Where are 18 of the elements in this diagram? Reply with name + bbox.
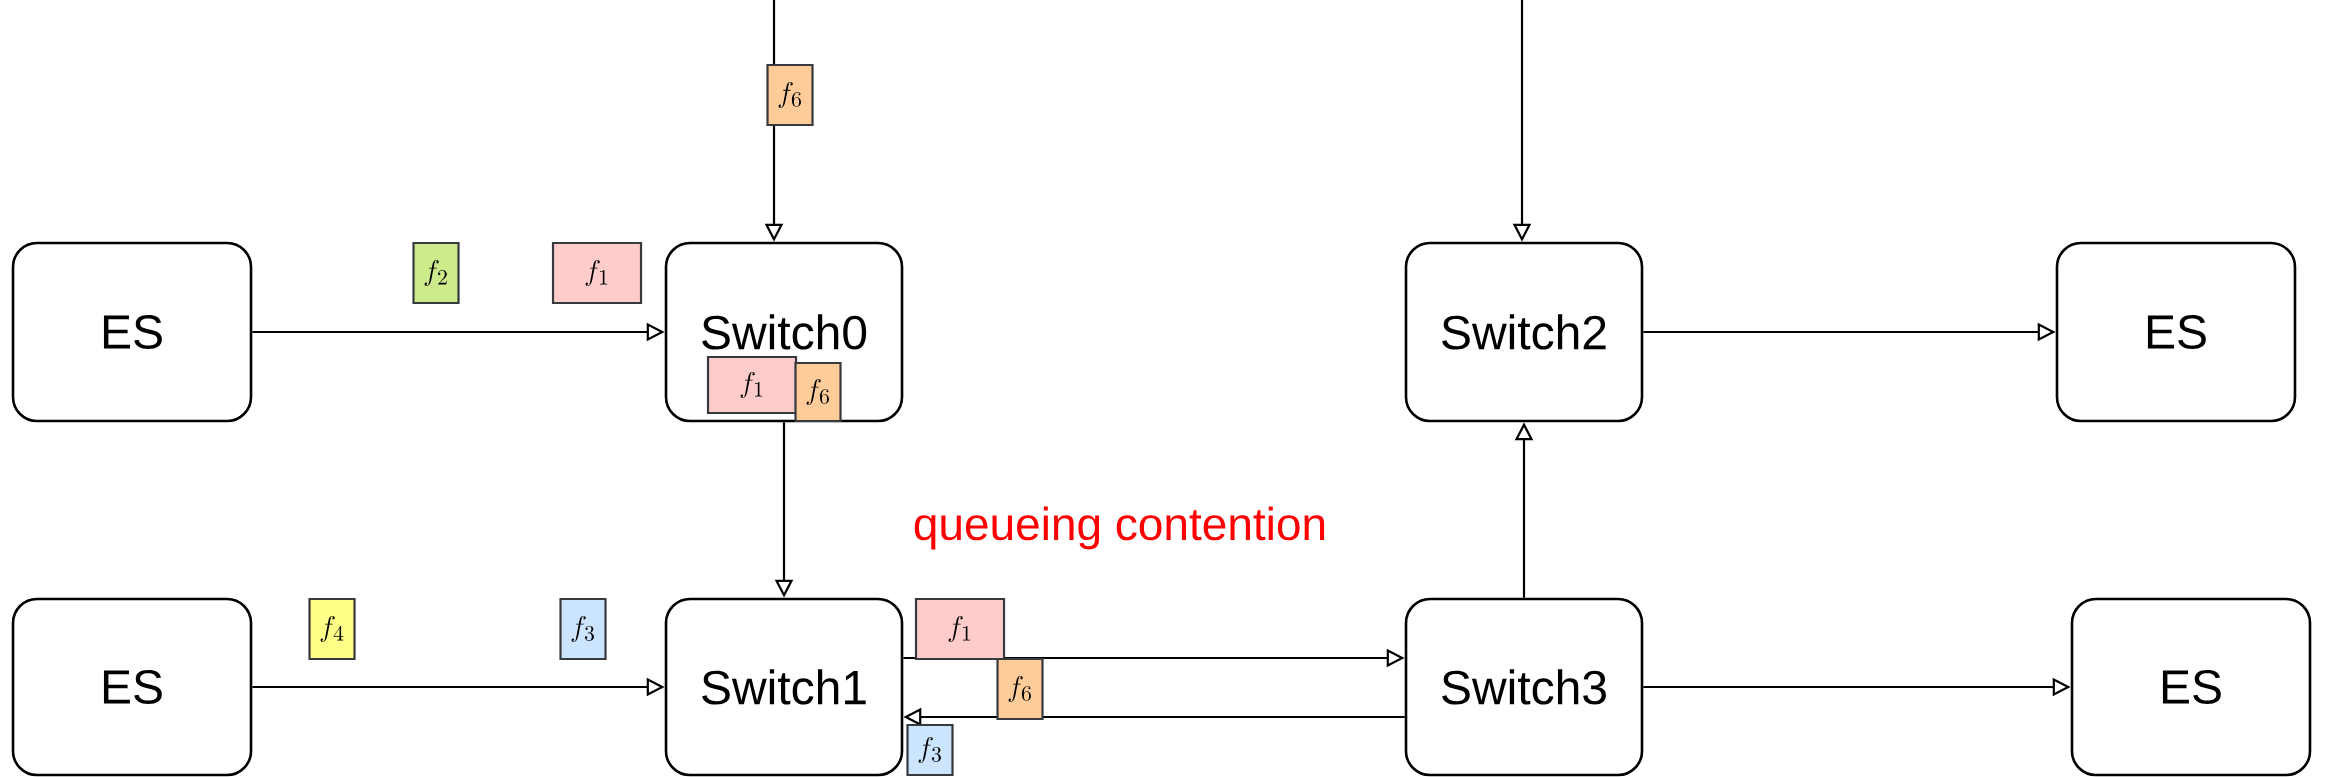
flow-tag: $f_6$ [996,657,1044,721]
switch-box: Switch3 [1404,597,1644,777]
flow-tag: $f_1$ [914,597,1006,661]
end-system-box: ES [11,241,253,423]
end-system-box: ES [2070,597,2312,777]
flow-tag: $f_6$ [766,63,814,127]
switch-box: Switch2 [1404,241,1644,423]
flow-tag: $f_6$ [794,361,842,423]
annotation: queueing contention [914,506,1325,550]
switch-box: Switch1 [664,597,904,777]
end-system-box: ES [11,597,253,777]
flow-tag: $f_1$ [706,355,798,415]
flow-tag: $f_4$ [308,597,356,661]
end-system-box: ES [2055,241,2297,423]
flow-tag: $f_3$ [559,597,607,661]
flow-tag: $f_3$ [906,723,954,777]
flow-tag: $f_2$ [412,241,460,305]
flow-tag: $f_1$ [551,241,643,305]
